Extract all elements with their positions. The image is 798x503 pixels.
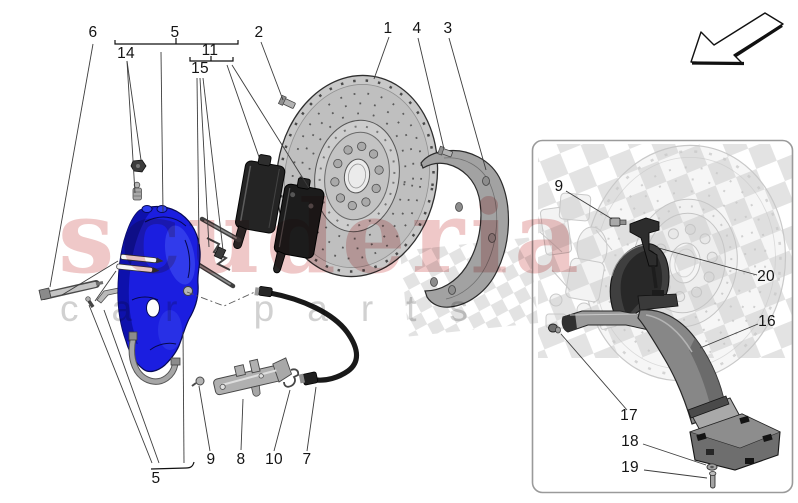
brake-cooling-duct bbox=[561, 243, 781, 471]
brake-disc bbox=[275, 74, 439, 278]
callout-19: 19 bbox=[621, 459, 639, 476]
duct-bracket-bolt bbox=[609, 217, 627, 227]
guard-screw bbox=[437, 145, 453, 158]
bracket-item-5-bottom bbox=[150, 461, 195, 470]
callout-6: 6 bbox=[88, 24, 98, 41]
callout-17: 17 bbox=[620, 407, 638, 424]
callout-14: 14 bbox=[117, 45, 135, 62]
inset-box-border bbox=[531, 139, 794, 494]
callout-4: 4 bbox=[412, 20, 422, 37]
callout-2: 2 bbox=[254, 24, 264, 41]
brake-pad-front bbox=[233, 154, 286, 249]
inset-view bbox=[538, 144, 792, 489]
hose-bracket bbox=[213, 357, 293, 397]
assembly-pins bbox=[116, 253, 164, 274]
callout-7: 7 bbox=[302, 451, 312, 468]
callout-15: 15 bbox=[191, 60, 209, 77]
duct-washer bbox=[706, 463, 718, 471]
callout-18: 18 bbox=[621, 433, 639, 450]
watermark-title: scuderia bbox=[58, 178, 585, 296]
callout-10: 10 bbox=[265, 451, 283, 468]
brake-hose bbox=[186, 286, 360, 386]
callout-5: 5 bbox=[170, 24, 180, 41]
callout-3: 3 bbox=[443, 20, 453, 37]
callout-1: 1 bbox=[383, 20, 393, 37]
direction-arrow-icon bbox=[690, 12, 784, 66]
brake-caliper bbox=[117, 205, 201, 373]
watermark: scuderia car parts bbox=[58, 178, 585, 329]
bracket-item-11 bbox=[189, 56, 234, 62]
splash-guard bbox=[420, 149, 509, 308]
bracket-item-5 bbox=[114, 38, 239, 45]
leader-lines bbox=[49, 36, 759, 479]
callout-9-inset: 9 bbox=[554, 178, 564, 195]
callout-11: 11 bbox=[201, 42, 219, 59]
watermark-subtitle: car parts bbox=[60, 288, 501, 329]
callout-9-bottom: 9 bbox=[206, 451, 216, 468]
duct-pin bbox=[709, 471, 717, 489]
callout-5-bottom: 5 bbox=[151, 470, 161, 487]
duct-arm-bolt bbox=[548, 323, 561, 334]
brake-pad-rear bbox=[273, 177, 325, 274]
hose-plug bbox=[191, 376, 205, 387]
caliper-bolt bbox=[277, 94, 296, 109]
bleed-hose bbox=[128, 331, 181, 385]
callout-20: 20 bbox=[757, 268, 775, 285]
callout-16: 16 bbox=[758, 313, 776, 330]
callout-brackets bbox=[114, 38, 239, 470]
callout-8: 8 bbox=[236, 451, 246, 468]
duct-mounting-bracket bbox=[629, 217, 660, 289]
sensor-clip bbox=[130, 159, 147, 173]
small-bolt bbox=[85, 296, 95, 308]
hose-clip bbox=[283, 368, 300, 388]
